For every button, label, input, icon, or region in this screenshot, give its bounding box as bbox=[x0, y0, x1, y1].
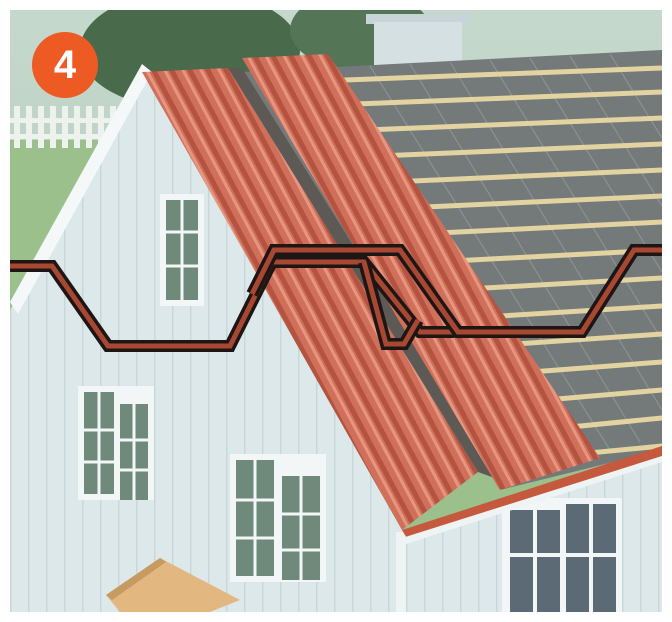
left-window bbox=[78, 386, 154, 500]
eave-trim bbox=[402, 446, 662, 540]
roof-laths bbox=[342, 65, 662, 459]
downpipe bbox=[396, 532, 406, 612]
roof-installation-illustration bbox=[10, 10, 662, 612]
gable-trim bbox=[10, 64, 152, 314]
front-window bbox=[230, 454, 326, 582]
step-number-badge: 4 bbox=[32, 32, 98, 98]
roof-sheet-left bbox=[142, 68, 478, 530]
patio-door bbox=[502, 498, 622, 612]
sheet-profile-front-fill bbox=[10, 259, 454, 349]
eave-fascia bbox=[402, 456, 662, 544]
attic-window bbox=[160, 194, 204, 306]
illustration-frame: 4 bbox=[10, 10, 662, 612]
sheet-profile-overlap-hook-fill bbox=[361, 261, 421, 347]
sheet-profile-back-fill bbox=[249, 247, 662, 335]
garden-bench bbox=[106, 558, 240, 612]
